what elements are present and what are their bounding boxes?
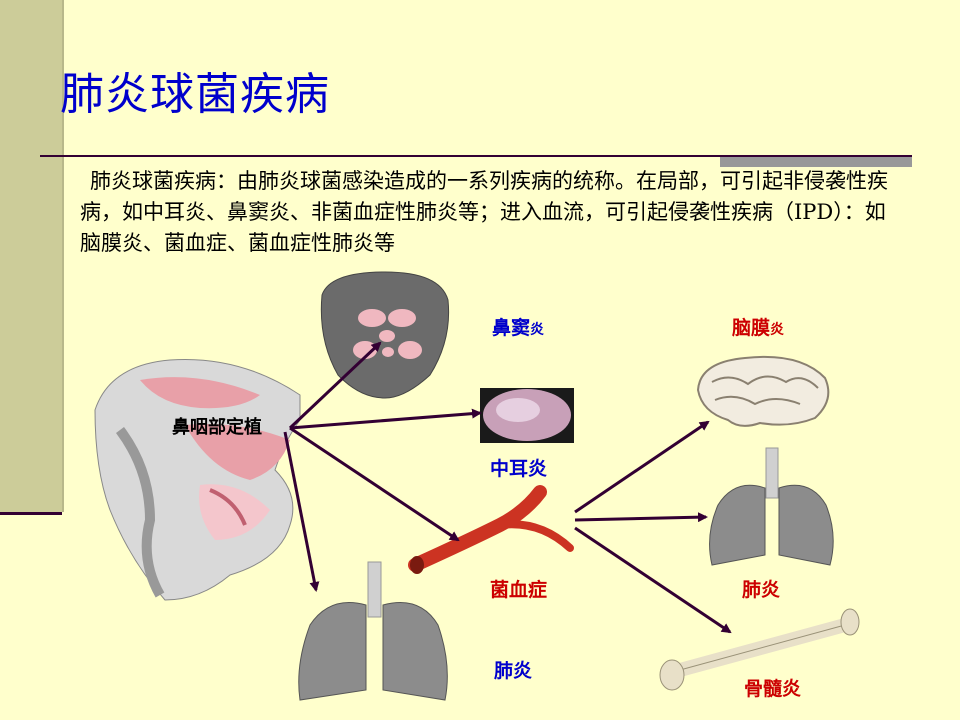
arrows	[283, 341, 732, 634]
femur-illustration	[659, 608, 860, 691]
label-sinusitis: 鼻窦炎	[492, 313, 544, 340]
label-sinusitis-suffix: 炎	[530, 322, 545, 338]
eardrum-illustration	[480, 388, 574, 443]
arrow-to-bacteremic-pneumonia	[574, 512, 708, 523]
label-pneumonia-local: 肺炎	[494, 660, 533, 682]
lungs-illustration-bottom	[298, 561, 448, 701]
label-nasopharynx: 鼻咽部定植	[172, 417, 262, 438]
head-section-illustration	[94, 358, 301, 601]
label-sinusitis-main: 鼻窦	[492, 317, 531, 339]
title-rule-accent	[720, 157, 912, 167]
sidebar-decoration	[0, 0, 62, 512]
label-pneumonia-bacteremic: 肺炎	[742, 579, 781, 601]
page-title: 肺炎球菌疾病	[60, 69, 330, 120]
arrow-to-bacteremia	[289, 426, 460, 542]
label-osteomyelitis: 骨髓炎	[744, 678, 802, 700]
brain-illustration	[696, 355, 830, 427]
label-meningitis-main: 脑膜	[732, 317, 771, 339]
lungs-illustration-right	[709, 447, 834, 566]
title-rule	[40, 155, 912, 157]
label-meningitis-suffix: 炎	[770, 322, 785, 338]
sidebar-edge	[62, 0, 64, 512]
arrow-to-pneumonia	[283, 431, 320, 592]
body-paragraph: 肺炎球菌疾病：由肺炎球菌感染造成的一系列疾病的统称。在局部，可引起非侵袭性疾病，…	[80, 169, 888, 255]
sidebar-divider	[0, 512, 62, 515]
arrow-to-otitis	[289, 408, 482, 430]
label-meningitis: 脑膜炎	[732, 313, 784, 340]
arrow-to-meningitis	[574, 420, 710, 514]
arrow-to-sinusitis	[288, 341, 382, 430]
label-otitis: 中耳炎	[490, 458, 548, 480]
label-bacteremia: 菌血症	[490, 579, 548, 601]
arrow-to-osteomyelitis	[574, 526, 732, 634]
blood-vessel-illustration	[408, 485, 574, 574]
